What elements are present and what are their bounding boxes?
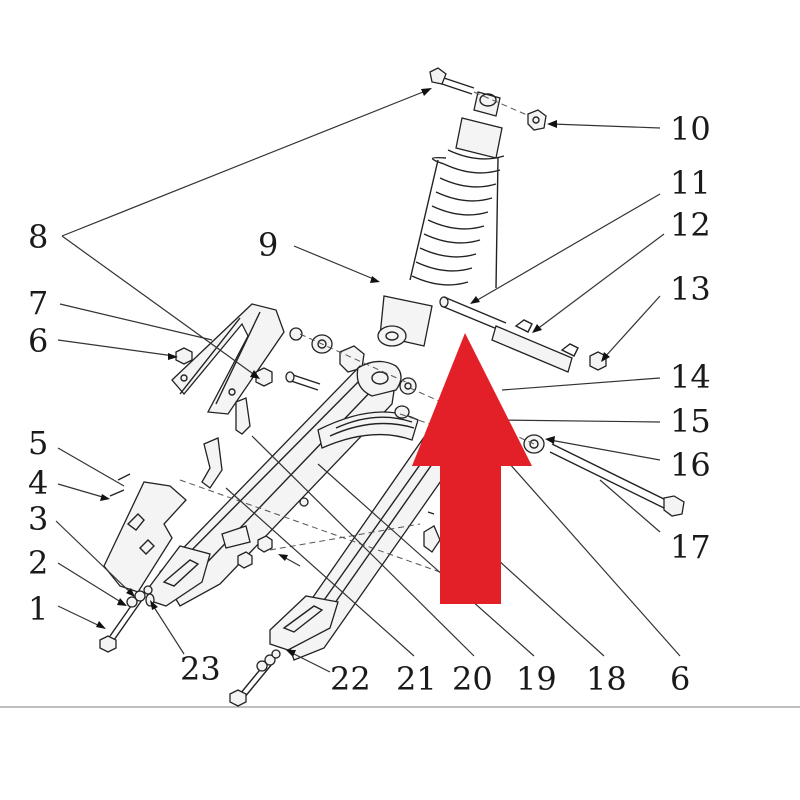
label-20: 20 [452,660,493,698]
coil-spring [409,149,505,289]
label-10: 10 [670,110,711,148]
nut-6-left [175,347,193,365]
label-6b: 6 [670,660,690,698]
label-21: 21 [396,660,437,698]
label-7: 7 [28,284,48,322]
shaft-11 [439,296,507,332]
shock-absorber [377,91,505,347]
right-fasteners [229,649,281,707]
label-15: 15 [670,402,711,440]
label-18: 18 [586,660,627,698]
label-17: 17 [670,528,711,566]
center-fasteners [237,497,309,569]
label-19: 19 [516,660,557,698]
nut-13 [589,351,607,371]
label-3: 3 [28,500,48,538]
label-6a: 6 [28,322,48,360]
bracket-7 [171,303,285,415]
red-highlight-arrow [412,333,532,604]
left-fasteners [99,585,155,653]
label-1: 1 [28,590,48,628]
pivot-washers [394,377,545,454]
label-11: 11 [670,164,711,202]
label-8: 8 [28,218,48,256]
label-2: 2 [28,544,48,582]
label-4: 4 [28,464,48,502]
label-16: 16 [670,446,711,484]
label-9: 9 [258,226,278,264]
swingarm [147,360,467,661]
nut-10 [527,109,547,131]
label-23: 23 [180,650,221,688]
label-14: 14 [670,358,711,396]
top-bolt [429,67,535,119]
label-5: 5 [28,424,48,462]
tube-12 [491,319,579,373]
label-13: 13 [670,270,711,308]
label-12: 12 [670,206,711,244]
part-labels: 1 2 3 4 5 6 7 8 9 10 11 12 13 14 15 16 1… [28,110,711,698]
pivot-bolt-17 [549,443,685,517]
label-22: 22 [330,660,371,698]
